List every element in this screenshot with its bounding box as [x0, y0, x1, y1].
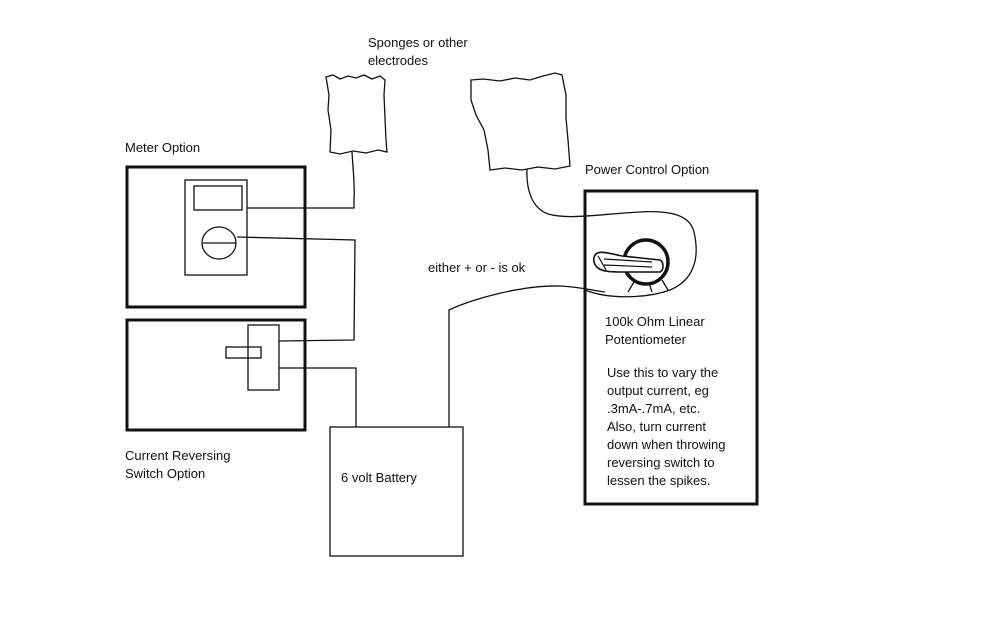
power-control-option-label: Power Control Option	[585, 162, 710, 177]
right-sponge-electrode	[470, 72, 571, 171]
meter-option-label: Meter Option	[125, 140, 201, 155]
electrodes-label: Sponges or other electrodes	[368, 35, 468, 68]
potentiometer-label: 100k Ohm Linear Potentiometer	[605, 314, 705, 347]
battery-label: 6 volt Battery	[341, 470, 417, 485]
potentiometer-icon	[592, 238, 670, 293]
wire-meter-to-switch	[236, 236, 356, 342]
multimeter-display	[193, 185, 243, 211]
power-control-box	[583, 189, 759, 506]
multimeter-body	[184, 179, 248, 276]
potentiometer-usage-note: Use this to vary the output current, eg …	[607, 365, 726, 488]
wire-right-sponge-to-potentiometer	[526, 168, 697, 298]
wire-left-sponge-to-meter	[247, 151, 355, 209]
wire-battery-to-potentiometer	[448, 285, 606, 427]
polarity-note: either + or - is ok	[428, 260, 526, 275]
left-sponge-electrode	[325, 74, 388, 155]
battery-box	[329, 426, 464, 557]
wire-switch-to-battery	[279, 367, 357, 427]
switch-option-label: Current Reversing Switch Option	[125, 448, 231, 481]
switch-lever	[225, 346, 262, 359]
meter-option-box	[125, 165, 307, 309]
switch-option-box	[125, 318, 307, 432]
